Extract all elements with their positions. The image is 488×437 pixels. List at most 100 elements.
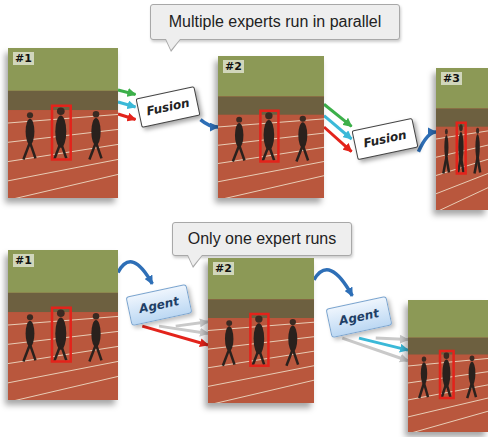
runner-leg: [23, 344, 30, 361]
runner-head: [57, 107, 65, 115]
transition-arrow: [418, 132, 436, 152]
runner-body: [91, 118, 100, 145]
runner-head: [470, 356, 475, 362]
callout-bubble: Multiple experts run in parallel: [150, 4, 400, 40]
runner-body: [444, 135, 448, 159]
tracking-box: [250, 314, 268, 366]
runner-body: [26, 321, 35, 347]
callout-bubble: Only one expert runs: [172, 222, 352, 256]
runner-leg: [229, 349, 234, 365]
lane-line: [8, 159, 118, 180]
runner-leg: [286, 349, 292, 366]
grass: [408, 300, 488, 338]
runner-leg: [89, 142, 96, 159]
transition-arrow: [118, 262, 152, 284]
tracking-box: [457, 123, 466, 174]
runner-leg: [303, 145, 308, 160]
lane-line: [8, 361, 118, 382]
runner-body: [91, 320, 100, 347]
expert-arrow: [324, 116, 352, 139]
runner-leg: [253, 349, 259, 366]
runner-leg: [446, 383, 450, 397]
expert-arrow: [376, 338, 408, 339]
video-frame: #3: [436, 68, 488, 210]
frame-image: [208, 258, 314, 403]
runner-leg: [269, 145, 274, 160]
runner-leg: [223, 349, 229, 366]
lane-line: [436, 173, 488, 193]
runner-head: [445, 129, 448, 135]
runner-body: [26, 119, 35, 145]
runner-leg: [259, 349, 264, 365]
runner-leg: [89, 344, 96, 361]
frame-image: [218, 56, 324, 198]
callout-text: Multiple experts run in parallel: [169, 13, 382, 31]
runner-leg: [61, 142, 67, 158]
track: [218, 115, 324, 198]
runner-head: [265, 112, 272, 119]
crowd: [208, 299, 314, 318]
lane-line: [218, 161, 324, 181]
agent-box: Agent: [326, 296, 393, 338]
grass: [208, 258, 314, 299]
runner-leg: [23, 142, 30, 159]
track: [8, 312, 118, 400]
fusion-label: Fusion: [145, 96, 191, 119]
track: [436, 127, 488, 210]
track: [8, 110, 118, 198]
grass: [8, 250, 118, 293]
frame-number: #1: [13, 52, 34, 65]
tracking-box: [52, 308, 71, 362]
runner-leg: [61, 344, 67, 360]
runner-head: [93, 111, 100, 117]
lane-line: [218, 176, 324, 198]
expert-arrow: [359, 338, 408, 350]
runner-leg: [30, 142, 36, 158]
runner-body: [469, 362, 476, 386]
transition-arrow: [314, 270, 352, 296]
runner-leg: [461, 157, 464, 172]
crowd: [8, 293, 118, 312]
callout-text: Only one expert runs: [188, 230, 337, 248]
frame-image: [436, 68, 488, 210]
runner-leg: [239, 145, 244, 160]
lane-line: [8, 174, 118, 198]
runner-head: [27, 112, 33, 118]
runner-head: [255, 315, 262, 322]
crowd: [218, 97, 324, 115]
runner-head: [93, 313, 100, 319]
video-frame: #2: [208, 258, 314, 403]
runner-leg: [96, 142, 102, 158]
video-frame: [408, 300, 488, 432]
runner-leg: [30, 344, 36, 360]
runner-body: [475, 134, 479, 160]
video-frame: #1: [8, 48, 118, 198]
track: [208, 318, 314, 403]
runner-head: [476, 128, 479, 134]
runner-leg: [296, 145, 302, 161]
runner-head: [290, 319, 296, 325]
lane-line: [8, 376, 118, 400]
runner-leg: [442, 383, 447, 398]
runner-leg: [54, 344, 61, 361]
runner-leg: [263, 145, 269, 161]
runner-head: [459, 124, 463, 131]
lane-line: [208, 380, 314, 403]
runner-head: [27, 314, 33, 320]
tracking-box: [52, 106, 71, 160]
runner-leg: [54, 142, 61, 159]
runner-body: [288, 326, 297, 352]
frame-number: #1: [13, 254, 34, 267]
frame-image: [408, 300, 488, 432]
runner-head: [226, 320, 232, 326]
frame-image: [8, 250, 118, 400]
runner-head: [236, 117, 242, 123]
runner-leg: [293, 349, 298, 365]
runner-leg: [96, 344, 102, 360]
runner-body: [235, 123, 243, 147]
transition-arrow: [200, 120, 218, 127]
crowd: [8, 91, 118, 110]
frame-number: #2: [223, 60, 244, 73]
lane-line: [408, 411, 488, 432]
runner-body: [225, 326, 233, 351]
